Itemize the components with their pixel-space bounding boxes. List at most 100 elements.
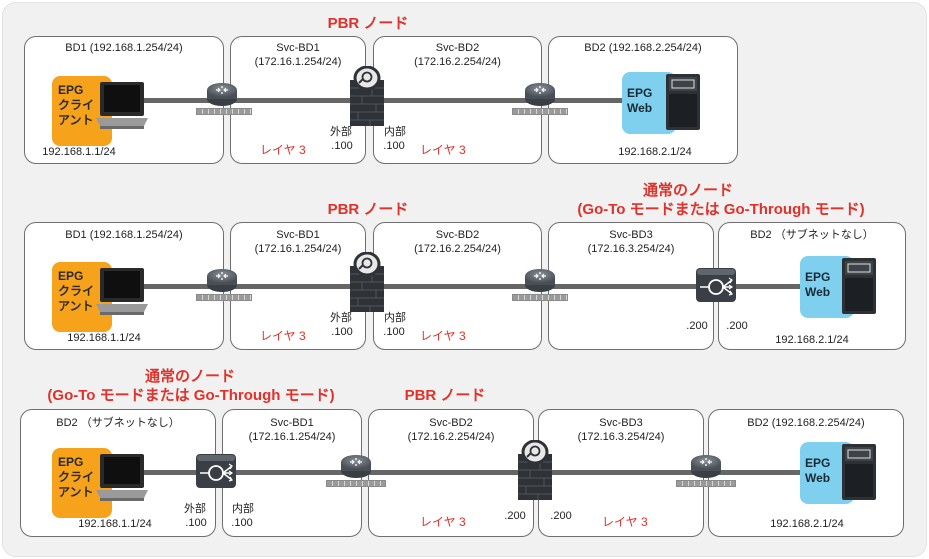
row1-bd2-label: BD2 (192.168.2.254/24) [584,42,702,54]
row2-int-label: 内部 [384,312,406,324]
row1-int-label: 内部 [384,126,406,138]
row1-router-icon-2 [524,82,556,107]
row2-normal-title: 通常のノード [642,182,733,199]
row3-svc2-layer: レイヤ 3 [420,515,466,529]
row1-int-ip: .100 [383,140,405,152]
row2-bd1-label: BD1 (192.168.1.254/24) [65,229,183,241]
row2-svc3-name: Svc-BD3 [609,229,653,241]
row2-bd2-label: BD2 （サブネットなし） [750,229,874,241]
row3-svc3-ip: .200 [550,510,572,522]
row2-laptop-icon [96,268,148,316]
row1-pbr-title: PBR ノード [327,15,409,32]
row2-svc1-subnet: (172.16.1.254/24) [254,243,342,255]
row1-svc1-subnet: (172.16.1.254/24) [254,56,342,68]
row2-pbr-title: PBR ノード [327,201,409,218]
row3-epg-client-l2: クライ [58,470,95,484]
row3-ext-ip: .100 [185,517,207,529]
row3-router-icon-1 [340,454,372,479]
row3-wall-2 [676,480,736,487]
row3-epg-client-l1: EPG [58,455,84,469]
row2-epg-client-l1: EPG [58,269,84,283]
row2-load-balancer-icon [696,268,736,302]
row1-bd1-ip: 192.168.1.1/24 [42,146,116,158]
row2-link [135,284,825,289]
row1-svc2-name: Svc-BD2 [435,42,480,54]
row3-svc1-subnet: (172.16.1.254/24) [248,431,336,443]
row2-svc1-name: Svc-BD1 [276,229,320,241]
row1-server-icon [666,74,700,130]
row3-epg-web: EPG Web [800,442,854,504]
row3-ext-label: 外部 [184,503,206,515]
row1-epg-client-l1: EPG [58,83,84,97]
row1-wall-1 [196,108,252,115]
row1-svc2-subnet: (172.16.2.254/24) [414,56,501,68]
row3-router-icon-2 [690,454,722,479]
row3-svc1-name: Svc-BD1 [270,417,314,429]
row3-wall-1 [326,480,386,487]
row2-ext-label: 外部 [330,312,352,324]
row3-int-label: 内部 [232,503,254,515]
row3-load-balancer-icon [196,454,236,488]
row2-bd2-ip: 192.168.2.1/24 [775,334,849,346]
row3-bd2-ip: 192.168.2.1/24 [770,518,844,530]
row3-svc2-subnet: (172.16.2.254/24) [407,431,495,443]
row1-firewall-icon [350,66,384,126]
row2-wall-1 [196,294,252,301]
row2-bd2-lb-ip: .200 [726,320,748,332]
row3-pbr-title: PBR ノード [404,387,486,404]
row1-ext-ip: .100 [331,140,353,152]
row2-server-icon [842,258,876,314]
row1-svc2-layer: レイヤ 3 [420,143,466,157]
row1-epg-web-l2: Web [627,101,653,115]
row1-laptop-icon [96,82,148,130]
row2-epg-client-l2: クライ [58,284,95,298]
row1-epg-client-l3: アント [58,113,94,127]
row2-wall-2 [512,294,568,301]
row1-link [135,98,655,103]
row2-normal-sub: (Go-To モードまたは Go-Through モード) [577,201,865,218]
row3-bd2l-label: BD2 （サブネットなし） [56,417,180,429]
row2-firewall-icon [350,252,384,312]
row2-epg-web-l1: EPG [805,270,831,284]
row1-epg-web-l1: EPG [627,86,653,100]
row2-bd1-ip: 192.168.1.1/24 [67,332,141,344]
row1-ext-label: 外部 [330,126,352,138]
row2-ext-ip: .100 [331,326,353,338]
row1-svc1-name: Svc-BD1 [276,42,320,54]
row3-laptop-icon [96,454,148,502]
row3-firewall-icon [518,440,552,500]
row3-epg-web-l2: Web [805,471,831,485]
row1-bd1-label: BD1 (192.168.1.254/24) [65,42,183,54]
row3-epg-web-l1: EPG [805,456,831,470]
row1-svc1-layer: レイヤ 3 [260,143,306,157]
row1-bd2-ip: 192.168.2.1/24 [618,146,692,158]
row3-normal-sub: (Go-To モードまたは Go-Through モード) [47,387,335,404]
row2-svc3-ip: .200 [686,320,708,332]
row3-bd2l-ip: 192.168.1.1/24 [78,518,152,530]
row2-epg-web-l2: Web [805,285,831,299]
row3-int-ip: .100 [231,517,253,529]
row3-normal-title: 通常のノード [144,368,235,385]
row1-router-icon-1 [206,82,238,107]
row3-server-icon [842,444,876,500]
row2-svc2-subnet: (172.16.2.254/24) [414,243,501,255]
row1-epg-client-l2: クライ [58,98,95,112]
row3-svc2-ip: .200 [504,510,526,522]
row2-svc3-subnet: (172.16.3.254/24) [587,243,675,255]
row2-router-icon-1 [206,268,238,293]
row2-int-ip: .100 [383,326,405,338]
row3-svc2-name: Svc-BD2 [429,417,473,429]
row3-svc3-layer: レイヤ 3 [602,515,648,529]
row2-svc2-name: Svc-BD2 [435,229,480,241]
row2-svc2-layer: レイヤ 3 [420,329,466,343]
row2-router-icon-2 [524,268,556,293]
row1-wall-2 [512,108,568,115]
row3-link [128,470,828,475]
row3-bd2-label: BD2 (192.168.2.254/24) [747,417,865,429]
row3-svc3-name: Svc-BD3 [599,417,643,429]
row3-epg-client-l3: アント [58,485,94,499]
row3-svc3-subnet: (172.16.3.254/24) [577,431,665,443]
row2-svc1-layer: レイヤ 3 [260,329,306,343]
row2-epg-client-l3: アント [58,299,94,313]
